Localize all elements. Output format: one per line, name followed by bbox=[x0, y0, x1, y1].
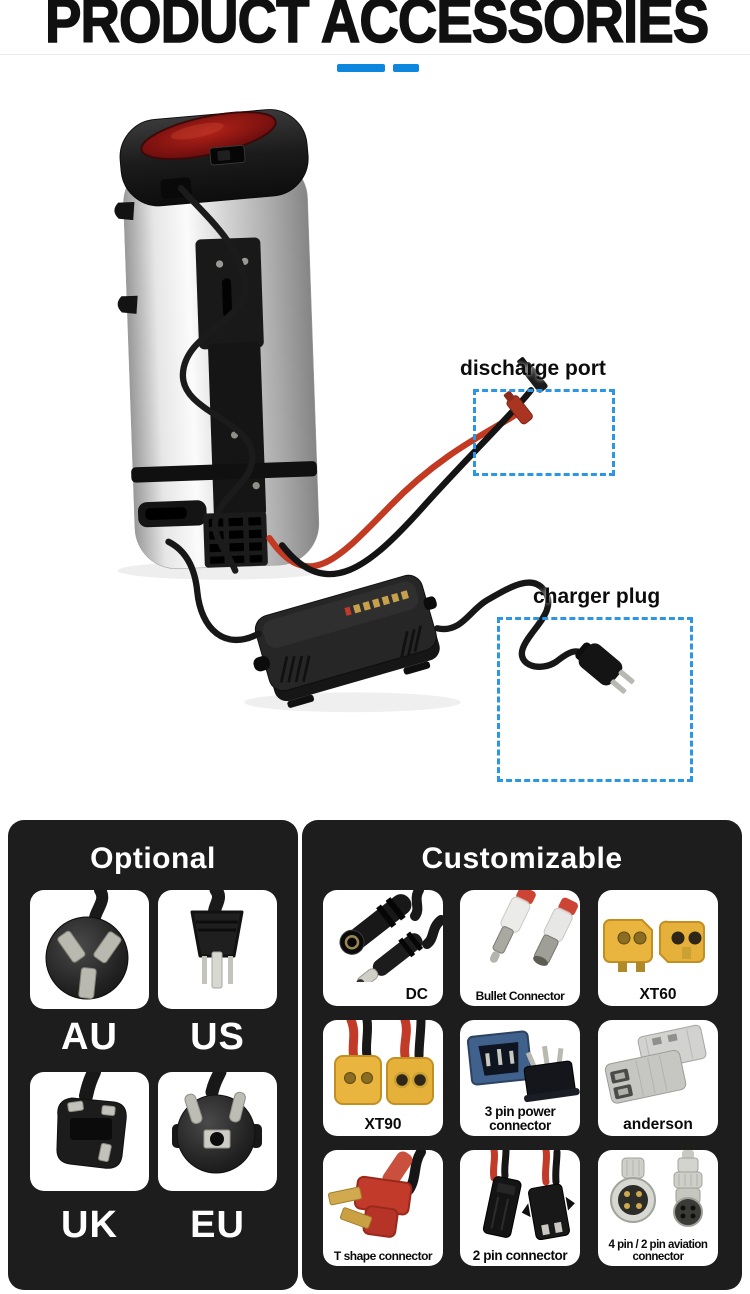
three-pin-power-connector-card: 3 pin power connector bbox=[460, 1020, 580, 1136]
bullet-connector-caption: Bullet Connector bbox=[475, 989, 565, 1004]
au-plug-photo bbox=[45, 890, 129, 1000]
optional-panel: Optional AU bbox=[8, 820, 298, 1290]
charger-label bbox=[344, 590, 409, 616]
t-shape-connector-caption: T shape connector bbox=[333, 1249, 433, 1264]
optional-panel-title: Optional bbox=[90, 842, 216, 875]
xt90-connector-caption: XT90 bbox=[364, 1115, 402, 1133]
xt90-connector-card: XT90 bbox=[323, 1020, 443, 1136]
two-pin-connector-photo bbox=[482, 1150, 575, 1240]
t-shape-connector-photo bbox=[327, 1150, 426, 1238]
dc-connector-card: DC bbox=[323, 890, 443, 1006]
discharge-connector-black bbox=[517, 357, 548, 393]
uk-plug-card bbox=[30, 1072, 149, 1191]
discharge-port-label: discharge port bbox=[460, 357, 606, 380]
xt60-connector-card: XT60 bbox=[598, 890, 718, 1006]
us-plug-photo bbox=[190, 890, 244, 989]
blue-dash-divider bbox=[337, 64, 385, 72]
two-pin-connector-card: 2 pin connector bbox=[460, 1150, 580, 1266]
xt90-connector-photo bbox=[334, 1020, 434, 1105]
au-plug-label: AU bbox=[61, 1016, 118, 1058]
ac-plug-cable bbox=[434, 579, 635, 694]
aviation-connector-card: 4 pin / 2 pin aviation connector bbox=[598, 1150, 718, 1266]
us-plug-card bbox=[158, 890, 277, 1009]
three-pin-power-connector-photo bbox=[466, 1030, 580, 1102]
uk-plug-label: UK bbox=[61, 1204, 118, 1246]
charger-photo bbox=[253, 574, 440, 708]
us-plug-label: US bbox=[190, 1016, 245, 1058]
charger-dc-cable bbox=[165, 538, 262, 643]
t-shape-connector-card: T shape connector bbox=[323, 1150, 443, 1266]
anderson-connector-caption: anderson bbox=[623, 1115, 693, 1133]
anderson-connector-card: anderson bbox=[598, 1020, 718, 1136]
dc-connector-caption: DC bbox=[405, 985, 428, 1003]
blue-dash-divider-short bbox=[393, 64, 419, 72]
customizable-panel-title: Customizable bbox=[421, 842, 623, 875]
eu-plug-label: EU bbox=[190, 1204, 245, 1246]
discharge-port-callout-box bbox=[473, 389, 615, 476]
two-pin-connector-caption: 2 pin connector bbox=[472, 1247, 568, 1263]
discharge-cable bbox=[266, 357, 548, 578]
aviation-connector-photo bbox=[610, 1150, 703, 1227]
au-plug-card bbox=[30, 890, 149, 1009]
battery-pack-photo bbox=[114, 109, 320, 569]
charger-plug-label: charger plug bbox=[533, 585, 661, 608]
anderson-connector-photo bbox=[604, 1024, 707, 1104]
title-rule bbox=[0, 54, 750, 55]
eu-plug-card bbox=[158, 1072, 277, 1191]
xt60-connector-photo bbox=[603, 919, 705, 972]
discharge-connector-red bbox=[503, 390, 533, 425]
aviation-connector-caption: 4 pin / 2 pin aviation connector bbox=[608, 1238, 708, 1263]
battery-top-cap bbox=[119, 109, 309, 207]
eu-plug-photo bbox=[172, 1072, 262, 1174]
battery-cable bbox=[177, 185, 256, 574]
three-pin-power-connector-caption: 3 pin power connector bbox=[484, 1103, 556, 1133]
xt60-connector-caption: XT60 bbox=[639, 985, 677, 1003]
two-prong-plug bbox=[575, 642, 635, 694]
battery-charger-photo bbox=[114, 109, 635, 713]
dc-connector-photo bbox=[339, 890, 443, 982]
charger-plug-callout-box bbox=[497, 617, 693, 782]
bullet-connector-photo bbox=[489, 890, 579, 966]
bullet-connector-card: Bullet Connector bbox=[460, 890, 580, 1006]
uk-plug-photo bbox=[56, 1072, 127, 1169]
page-title: PRODUCT ACCESSORIES bbox=[44, 0, 710, 56]
customizable-panel: Customizable DC bbox=[302, 820, 742, 1290]
